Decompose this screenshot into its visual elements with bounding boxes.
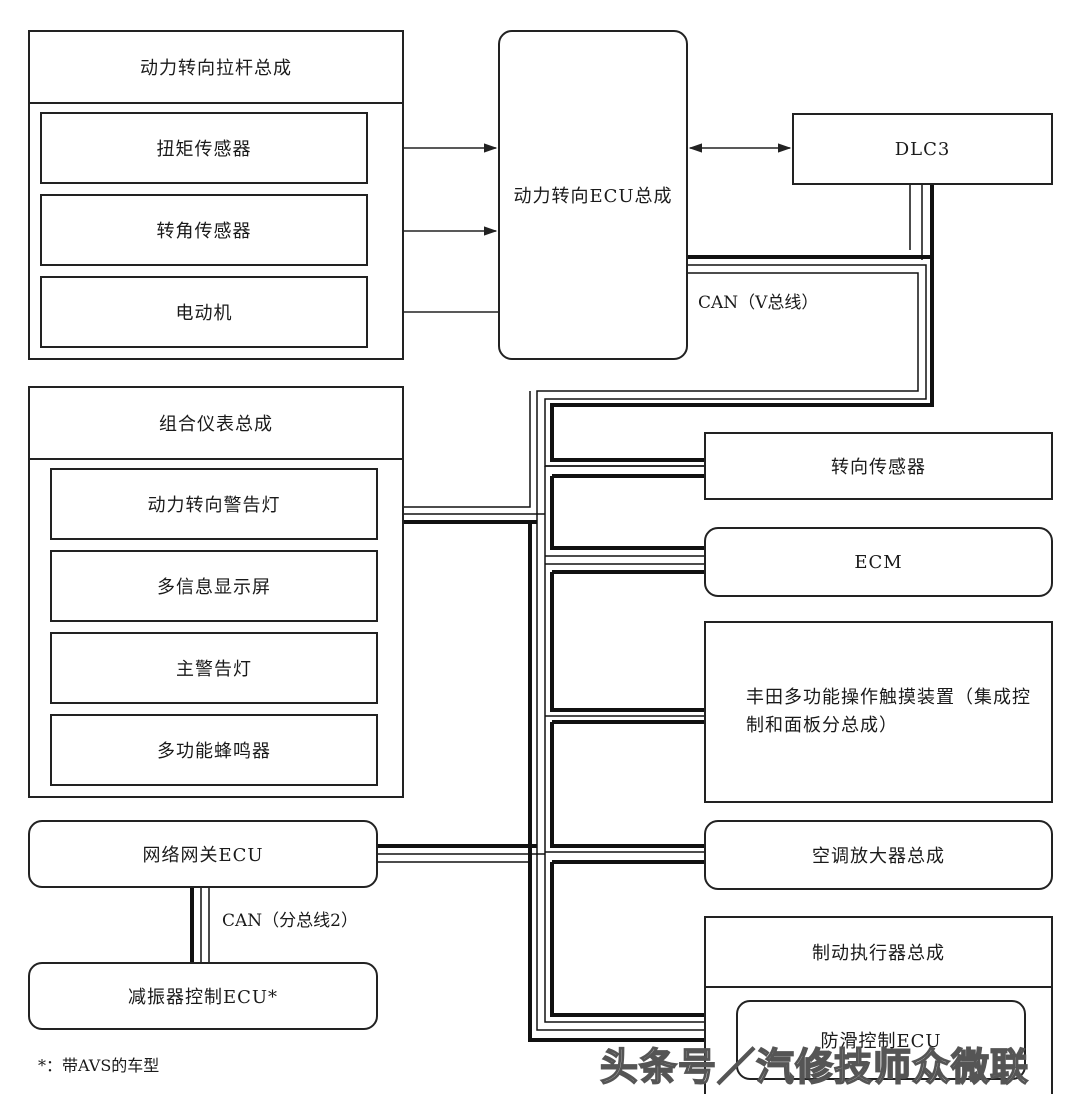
can-v-bus-label: CAN（V总线） (694, 288, 823, 313)
touch-device-box: 丰田多功能操作触摸装置（集成控制和面板分总成） (704, 621, 1053, 803)
can-v-bus-thin-2 (536, 272, 919, 474)
left-trunk-thin-b (544, 466, 740, 1023)
angle-sensor-box: 转角传感器 (40, 194, 368, 266)
footnote: *：带AVS的车型 (38, 1056, 160, 1075)
steering-gear-title: 动力转向拉杆总成 (30, 32, 402, 104)
dlc3-box: DLC3 (792, 113, 1053, 185)
watermark-text: 头条号／汽修技师众微联 (599, 1044, 1030, 1090)
can-sub-bus-label: CAN（分总线2） (218, 906, 362, 931)
touch-device-label: 丰田多功能操作触摸装置（集成控制和面板分总成） (746, 687, 1031, 736)
multi-info-display-box: 多信息显示屏 (50, 550, 378, 622)
steering-sensor-box: 转向传感器 (704, 432, 1053, 500)
left-trunk-thin-a (536, 474, 740, 1031)
motor-box: 电动机 (40, 276, 368, 348)
ac-amplifier-box: 空调放大器总成 (704, 820, 1053, 890)
combination-meter-title: 组合仪表总成 (30, 388, 402, 460)
ps-warning-light-box: 动力转向警告灯 (50, 468, 378, 540)
left-trunk-thick (528, 522, 740, 1042)
brake-actuator-title: 制动执行器总成 (706, 918, 1051, 988)
damper-ecu-box: 减振器控制ECU* (28, 962, 378, 1030)
torque-sensor-box: 扭矩传感器 (40, 112, 368, 184)
meter-bus (404, 391, 531, 508)
gateway-ecu-box: 网络网关ECU (28, 820, 378, 888)
eps-ecu-box: 动力转向ECU总成 (498, 30, 688, 360)
buzzer-box: 多功能蜂鸣器 (50, 714, 378, 786)
can-v-bus-thick (550, 255, 934, 462)
ecm-box: ECM (704, 527, 1053, 597)
skid-control-ecu-box: 防滑控制ECU (736, 1000, 1026, 1080)
master-warning-light-box: 主警告灯 (50, 632, 378, 704)
